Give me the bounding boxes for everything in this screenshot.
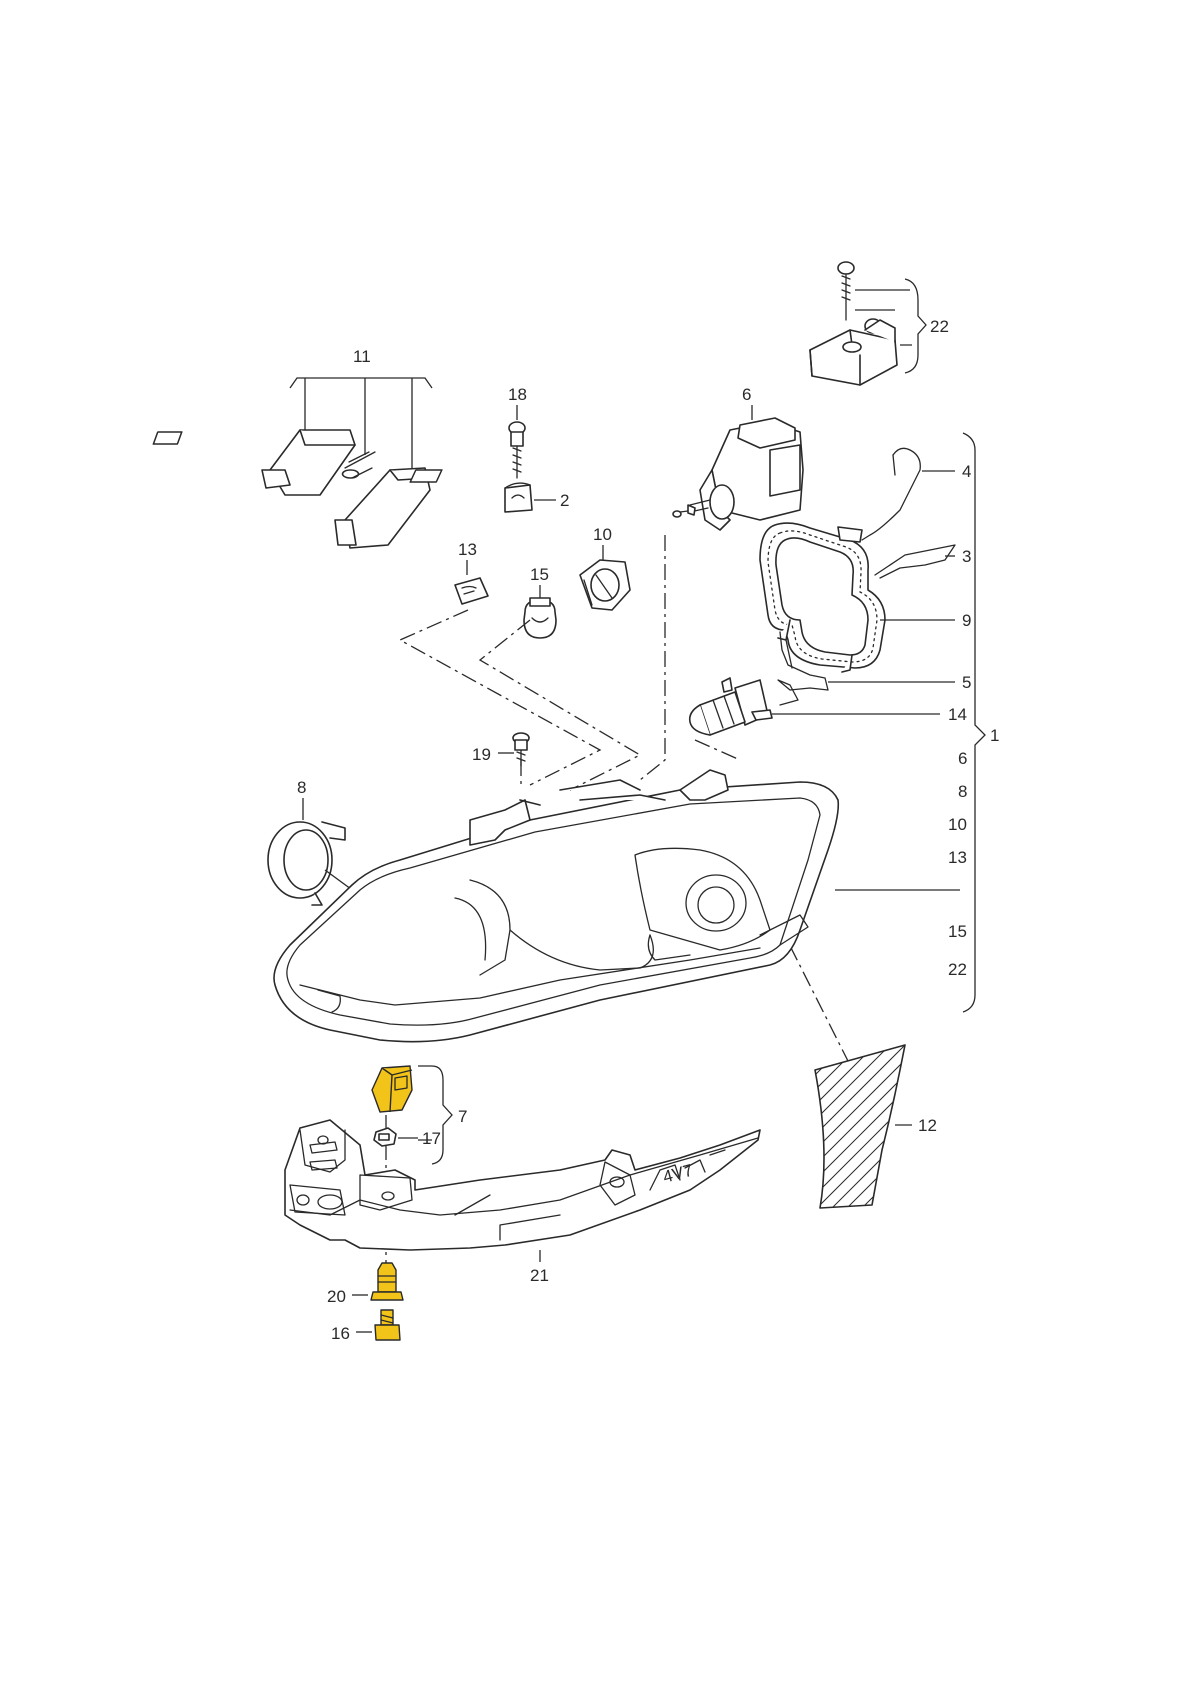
callout-3: 3 [962,547,971,566]
callout-7: 7 [458,1107,467,1126]
part-12-lens-cover[interactable] [790,990,1050,1240]
headlamp-housing[interactable] [273,769,960,1043]
part-6-adjuster-motor[interactable] [672,405,804,531]
callout-15-top: 15 [530,565,549,584]
callout-1: 1 [990,726,999,745]
callout-6-top: 6 [742,385,751,404]
part-7-clip[interactable] [371,1065,453,1165]
callout-9: 9 [962,611,971,630]
part-21-mounting-bracket[interactable] [284,1119,761,1262]
part-2-clip[interactable] [504,482,556,513]
part-13-bulb[interactable] [454,560,489,605]
part-20-nut[interactable] [352,1262,404,1301]
part-15-bulb[interactable] [523,585,557,639]
callout-2: 2 [560,491,569,510]
callout-16: 16 [331,1324,350,1343]
callout-12: 12 [918,1116,937,1135]
part-11-holders[interactable] [152,377,443,549]
include-item: 15 [948,922,967,941]
part-22-bracket[interactable] [809,261,927,386]
callout-22: 22 [930,317,949,336]
part-16-bolt[interactable] [356,1309,401,1341]
callout-18: 18 [508,385,527,404]
callout-14: 14 [948,705,967,724]
part-3-wire-clip[interactable] [874,544,956,579]
assembly-1-includes-list: 6 8 10 13 15 22 [948,749,967,979]
include-item: 22 [948,960,967,979]
callout-4: 4 [962,462,971,481]
part-9-gasket[interactable] [759,522,955,673]
part-5-spring-clip[interactable] [777,631,955,706]
part-19-screw[interactable] [498,732,530,767]
part-8-cap[interactable] [267,798,356,906]
part-14-halogen-bulb[interactable] [688,677,940,736]
callout-21: 21 [530,1266,549,1285]
assembly-1-brace [962,432,986,1013]
callout-10-top: 10 [593,525,612,544]
callout-8-top: 8 [297,778,306,797]
callout-5: 5 [962,673,971,692]
include-item: 10 [948,815,967,834]
part-18-screw[interactable] [508,405,526,479]
part-10-bulb-holder[interactable] [579,545,631,611]
callout-11: 11 [353,347,371,366]
part-4-wire-clip[interactable] [861,447,955,541]
assembly-dash-lines [385,535,851,1290]
include-item: 6 [958,749,967,768]
callout-20: 20 [327,1287,346,1306]
include-item: 13 [948,848,967,867]
part-17-nut[interactable] [373,1127,418,1147]
include-item: 8 [958,782,967,801]
callout-19: 19 [472,745,491,764]
callout-17: 17 [422,1129,441,1148]
callout-13-top: 13 [458,540,477,559]
